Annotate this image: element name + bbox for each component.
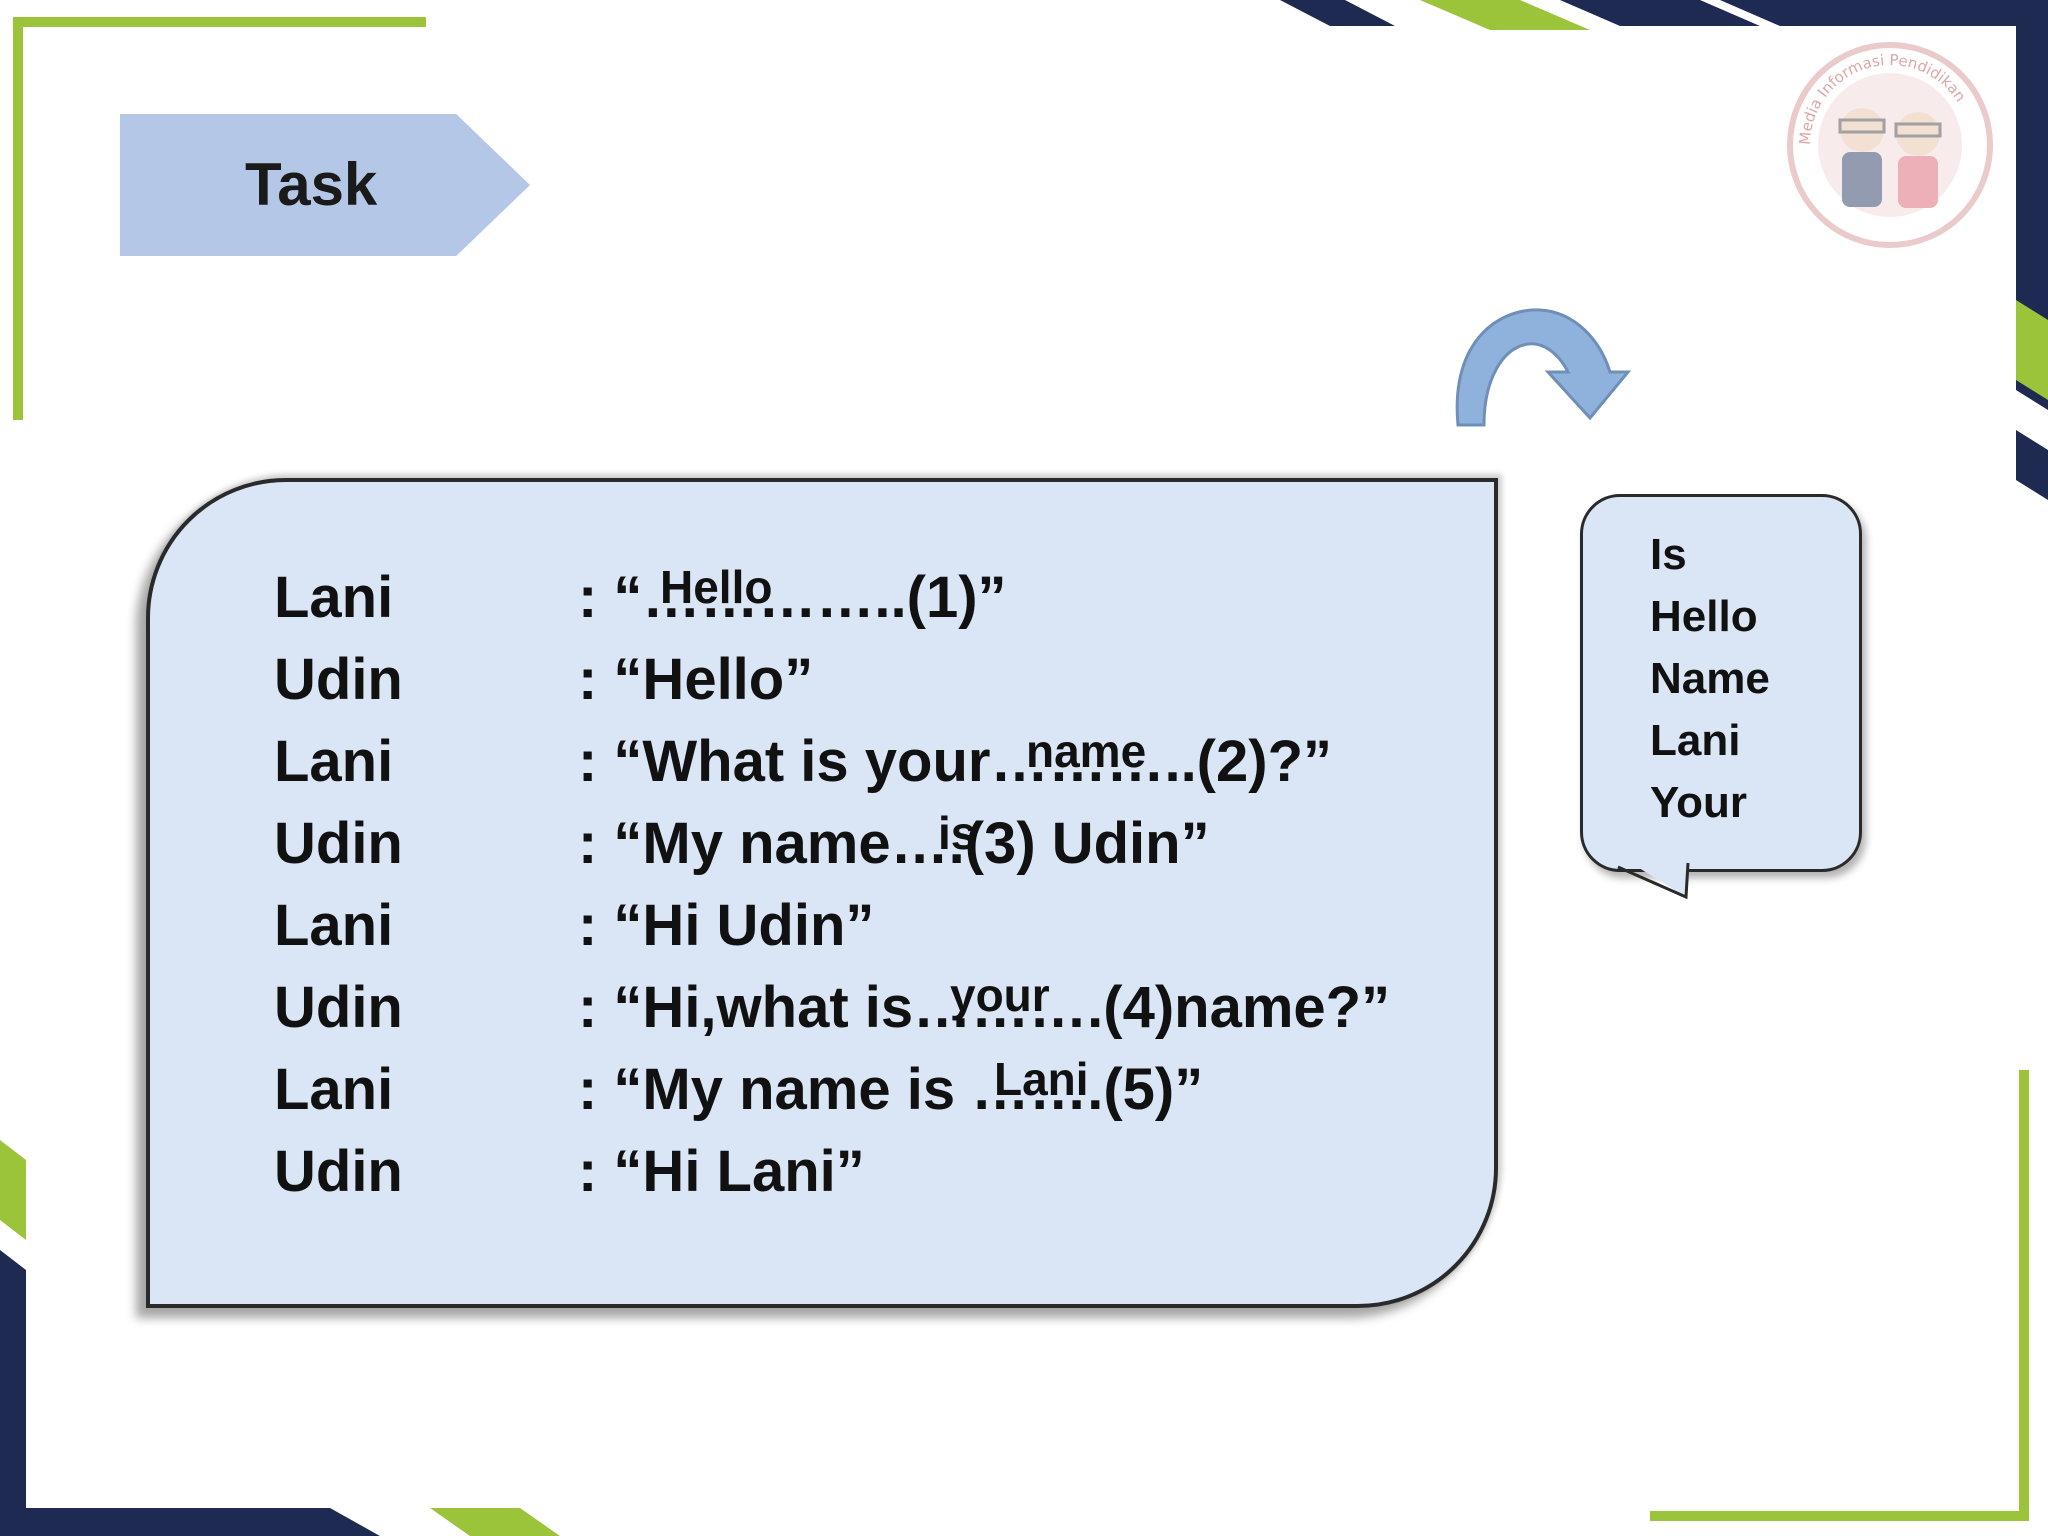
speaker-name: Udin [274,1139,403,1204]
answer-3: is [938,807,977,859]
speaker-name: Udin [274,811,403,876]
task-title: Task [245,151,378,218]
answer-5: Lani [994,1053,1089,1105]
dialogue-line: : “My name….(3) Udin” [578,811,1210,876]
dialogue-line: : “What is your………..(2)?” [578,729,1332,794]
dialogue-line: : “Hello” [578,647,814,712]
speaker-name: Lani [274,893,394,958]
dialogue-line: : “Hi Lani” [578,1139,865,1204]
dialogue-panel [146,478,1498,1308]
word-bank-item: Is [1650,530,1687,579]
speaker-name: Udin [274,975,403,1040]
answer-2: name [1026,725,1147,777]
word-bank-item: Your [1650,778,1747,827]
word-bank-item: Lani [1650,716,1741,765]
gurumaju-logo-watermark: Media Informasi Pendidikan [1787,42,1993,248]
curved-arrow-icon [1455,308,1632,427]
speaker-name: Lani [274,1057,394,1122]
word-bank-item: Hello [1650,592,1758,641]
speaker-name: Lani [274,565,394,630]
answer-4: your [950,969,1050,1021]
word-bank-bubble [1580,494,1862,872]
speech-bubble-tail [1617,855,1690,900]
dialogue-line: : “Hi,what is……….(4)name?” [578,975,1391,1040]
word-bank-item: Name [1650,654,1770,703]
dialogue-line: : “Hi Udin” [578,893,875,958]
answer-1: Hello [660,561,773,613]
speaker-name: Lani [274,729,394,794]
dialogue-line: : “…………..(1)” [578,565,1007,630]
task-tag-shape [120,114,530,256]
speaker-name: Udin [274,647,403,712]
dialogue-line: : “My name is …….(5)” [578,1057,1204,1122]
